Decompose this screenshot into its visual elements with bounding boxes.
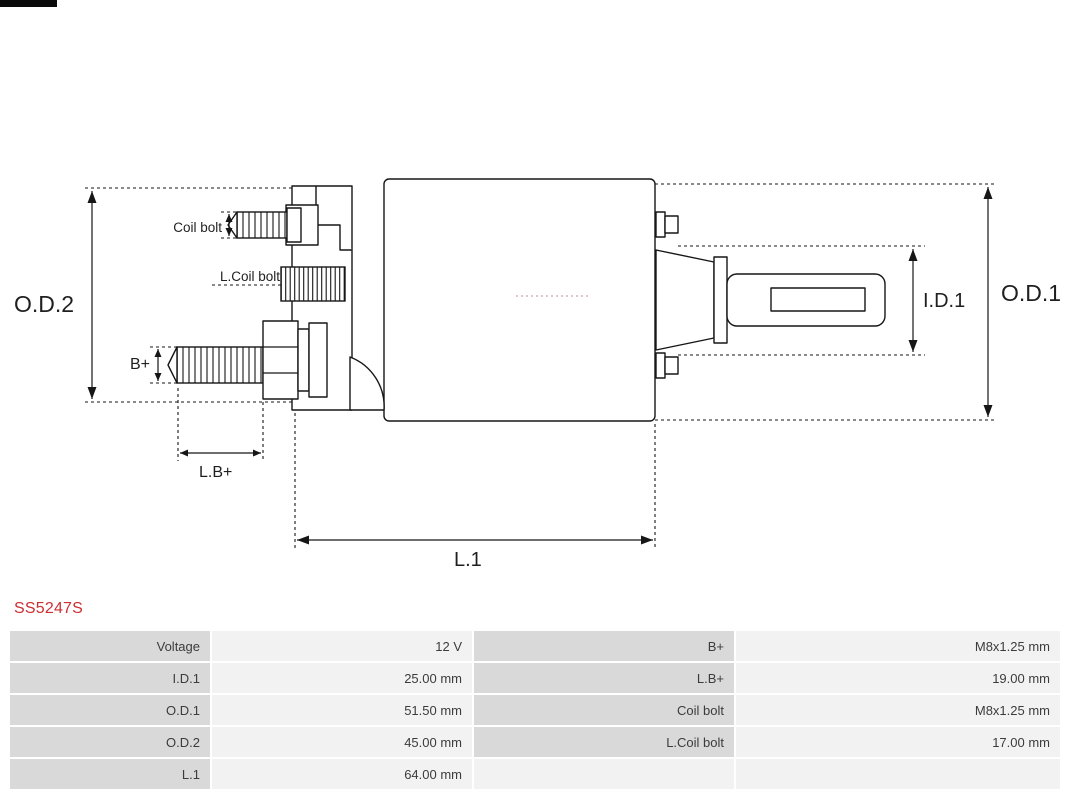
spec-label: L.Coil bolt — [474, 727, 734, 757]
solenoid-technical-drawing: O.D.2 O.D.1 I.D.1 L.1 L.B+ B+ Coil bolt … — [14, 178, 1061, 571]
spec-label: L.1 — [10, 759, 210, 789]
plunger-shaft — [655, 211, 886, 379]
top-left-mark — [0, 0, 57, 7]
spec-value: 51.50 mm — [212, 695, 472, 725]
l1-label: L.1 — [454, 549, 482, 571]
spec-value: 12 V — [212, 631, 472, 661]
spec-table: Voltage 12 V B+ M8x1.25 mm I.D.1 25.00 m… — [8, 629, 1062, 791]
b-plus-label: B+ — [130, 356, 150, 373]
spec-value: 45.00 mm — [212, 727, 472, 757]
id1-dimension — [678, 245, 925, 356]
solenoid-body — [383, 178, 656, 422]
spec-label: Coil bolt — [474, 695, 734, 725]
od1-dimension — [655, 183, 997, 421]
spec-label: I.D.1 — [10, 663, 210, 693]
b-plus-dimension — [150, 346, 177, 384]
spec-row: Voltage 12 V B+ M8x1.25 mm — [10, 631, 1060, 661]
spec-value: M8x1.25 mm — [736, 695, 1060, 725]
spec-row: O.D.2 45.00 mm L.Coil bolt 17.00 mm — [10, 727, 1060, 757]
coil-bolt-terminal — [227, 207, 302, 243]
od1-label: O.D.1 — [1001, 280, 1061, 306]
spec-label: L.B+ — [474, 663, 734, 693]
l1-dimension — [294, 413, 656, 549]
spec-value: 25.00 mm — [212, 663, 472, 693]
lb-plus-dimension — [177, 388, 264, 461]
spec-value-empty — [736, 759, 1060, 789]
spec-row: O.D.1 51.50 mm Coil bolt M8x1.25 mm — [10, 695, 1060, 725]
b-plus-terminal — [167, 320, 328, 400]
spec-value: 19.00 mm — [736, 663, 1060, 693]
l-coil-bolt-label: L.Coil bolt — [220, 269, 280, 284]
od2-dimension — [85, 187, 293, 403]
spec-value: M8x1.25 mm — [736, 631, 1060, 661]
coil-bolt-label: Coil bolt — [173, 220, 222, 235]
spec-label-empty — [474, 759, 734, 789]
coil-bolt-thread-hatch — [280, 266, 346, 302]
spec-value: 64.00 mm — [212, 759, 472, 789]
spec-label: O.D.2 — [10, 727, 210, 757]
part-number: SS5247S — [14, 600, 84, 617]
spec-label: Voltage — [10, 631, 210, 661]
spec-row: I.D.1 25.00 mm L.B+ 19.00 mm — [10, 663, 1060, 693]
coil-bolt-dimension — [221, 211, 237, 239]
spec-row: L.1 64.00 mm — [10, 759, 1060, 789]
spec-value: 17.00 mm — [736, 727, 1060, 757]
spec-label: O.D.1 — [10, 695, 210, 725]
spec-label: B+ — [474, 631, 734, 661]
id1-label: I.D.1 — [923, 290, 965, 312]
lb-plus-label: L.B+ — [199, 464, 232, 481]
od2-label: O.D.2 — [14, 291, 74, 317]
